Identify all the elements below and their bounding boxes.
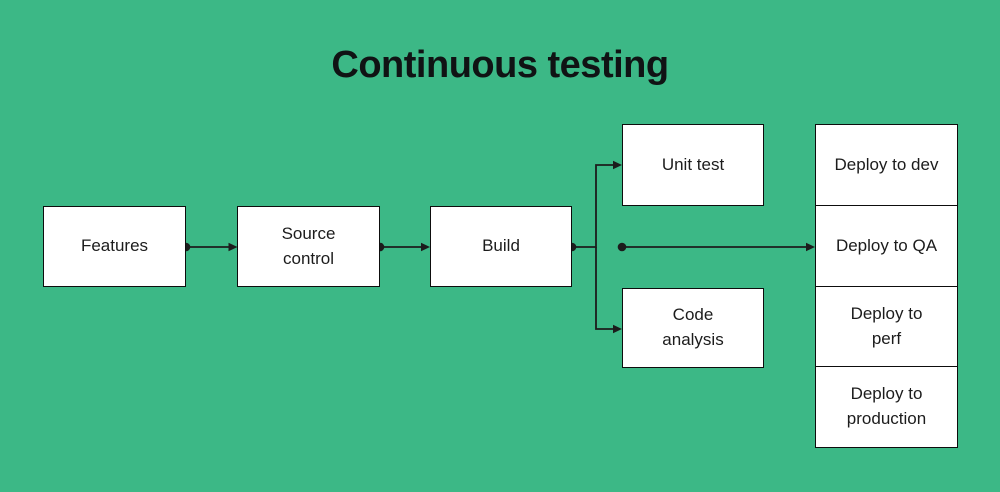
connector-source-control-to-build xyxy=(375,242,430,252)
connector-build-branch xyxy=(567,160,622,334)
node-code-analysis: Code analysis xyxy=(622,288,764,368)
node-deploy-perf: Deploy to perf xyxy=(815,287,958,367)
connector-features-to-source-control xyxy=(181,242,238,252)
node-deploy-dev-label: Deploy to dev xyxy=(834,154,939,174)
node-deploy-production: Deploy to production xyxy=(815,367,958,448)
diagram-title: Continuous testing xyxy=(331,44,669,86)
node-source-control-label: Source control xyxy=(281,223,336,268)
node-deploy-production-label: Deploy to production xyxy=(846,384,927,428)
node-build-label: Build xyxy=(482,236,520,256)
node-features-label: Features xyxy=(80,236,149,256)
node-unit-test: Unit test xyxy=(622,124,764,206)
node-unit-test-label: Unit test xyxy=(661,154,725,174)
node-source-control: Source control xyxy=(237,206,380,287)
node-code-analysis-label: Code analysis xyxy=(662,305,724,349)
node-features: Features xyxy=(43,206,186,287)
node-deploy-dev: Deploy to dev xyxy=(815,124,958,206)
node-build: Build xyxy=(430,206,572,287)
node-deploy-qa-label: Deploy to QA xyxy=(835,235,938,255)
node-deploy-qa: Deploy to QA xyxy=(815,206,958,287)
node-deploy-perf-label: Deploy to perf xyxy=(850,303,923,348)
connector-to-deploy-qa xyxy=(617,242,815,252)
